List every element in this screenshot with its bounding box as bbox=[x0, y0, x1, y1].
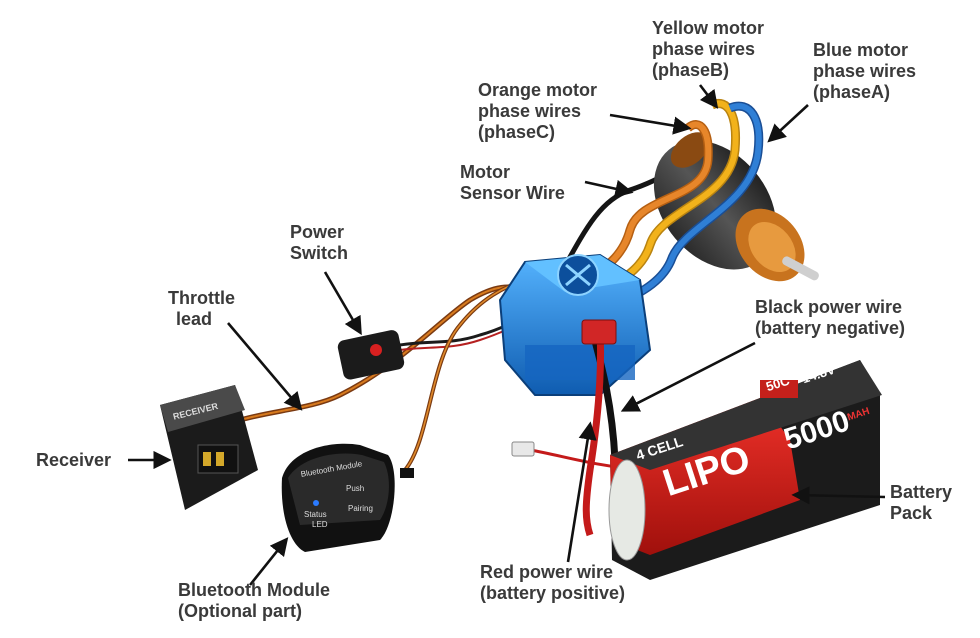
label-receiver: Receiver bbox=[36, 450, 112, 470]
arrow-throttle-lead bbox=[227, 322, 303, 411]
receiver-device bbox=[160, 385, 258, 510]
arrow-battery-pack bbox=[791, 486, 886, 505]
arrow-yellow-phase bbox=[698, 84, 719, 109]
label-black-power: Black power wire (battery negative) bbox=[755, 297, 906, 338]
label-yellow-phase: Yellow motor phase wires (phaseB) bbox=[652, 18, 765, 80]
arrow-red-power bbox=[566, 421, 597, 563]
arrow-black-power bbox=[620, 341, 756, 412]
label-red-power: Red power wire (battery positive) bbox=[480, 562, 626, 603]
bluetooth-module-device bbox=[281, 443, 414, 552]
arrow-motor-sensor bbox=[584, 179, 634, 198]
bt-pairing-label: Pairing bbox=[348, 504, 373, 513]
label-bluetooth-module: Bluetooth Module (Optional part) bbox=[178, 580, 330, 621]
label-orange-phase: Orange motor phase wires (phaseC) bbox=[478, 80, 598, 142]
arrow-orange-phase bbox=[609, 113, 692, 135]
arrow-power-switch bbox=[323, 271, 362, 336]
bt-push-label: Push bbox=[346, 484, 365, 493]
lipo-battery-pack bbox=[608, 360, 882, 580]
label-blue-phase: Blue motor phase wires (phaseA) bbox=[813, 40, 917, 102]
label-motor-sensor: Motor Sensor Wire bbox=[460, 162, 565, 203]
brushless-motor bbox=[653, 132, 819, 282]
arrow-bluetooth bbox=[248, 537, 289, 586]
label-battery-pack: Battery Pack bbox=[890, 482, 953, 523]
label-power-switch: Power Switch bbox=[290, 222, 349, 263]
arrow-blue-phase bbox=[767, 104, 809, 143]
bt-led-label: LED bbox=[312, 520, 328, 529]
esc-speed-controller bbox=[498, 253, 652, 396]
label-throttle-lead: Throttle lead bbox=[168, 288, 235, 329]
bt-status-label: Status bbox=[304, 510, 327, 519]
power-switch-device bbox=[337, 330, 405, 380]
